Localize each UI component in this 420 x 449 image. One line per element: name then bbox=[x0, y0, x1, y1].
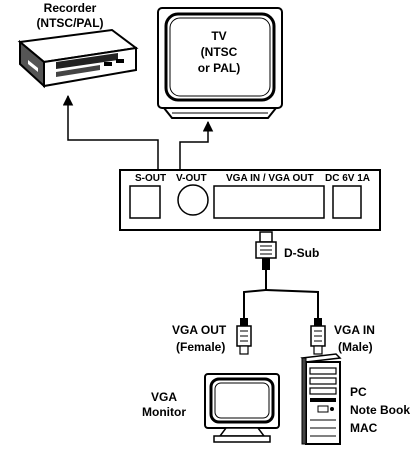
vga-in-label-line2: (Male) bbox=[338, 340, 373, 354]
vga-in-out-label: VGA IN / VGA OUT bbox=[226, 173, 314, 184]
monitor-label-line1: VGA bbox=[151, 390, 177, 404]
pc-label-line1: PC bbox=[350, 385, 367, 399]
television-icon bbox=[157, 7, 283, 119]
pc-label-line3: MAC bbox=[350, 421, 378, 435]
s-out-port bbox=[129, 185, 161, 219]
crt-monitor-icon bbox=[204, 373, 280, 443]
s-out-to-recorder-arrow bbox=[62, 94, 159, 170]
dsub-label: D-Sub bbox=[284, 246, 319, 260]
tv-label-line1: TV bbox=[211, 29, 226, 43]
v-out-port bbox=[177, 184, 209, 216]
v-out-label: V-OUT bbox=[176, 173, 207, 184]
vga-port bbox=[213, 185, 325, 219]
vcr-recorder-icon bbox=[17, 28, 139, 89]
converter-box bbox=[119, 169, 381, 231]
vga-out-label-line1: VGA OUT bbox=[172, 323, 227, 337]
pc-tower-icon bbox=[300, 353, 342, 445]
s-out-label: S-OUT bbox=[135, 173, 166, 184]
pc-label-line2: Note Book bbox=[350, 403, 410, 417]
dsub-connector-icon bbox=[255, 231, 277, 270]
tv-label-line3: or PAL) bbox=[198, 61, 240, 75]
dc-power-port bbox=[332, 185, 362, 219]
monitor-label-line2: Monitor bbox=[142, 405, 186, 419]
recorder-label-line1: Recorder bbox=[44, 1, 97, 15]
tv-label-line2: (NTSC bbox=[201, 45, 238, 59]
dc-label: DC 6V 1A bbox=[325, 173, 370, 184]
vga-in-label-line1: VGA IN bbox=[334, 323, 375, 337]
v-out-to-tv-arrow bbox=[179, 120, 214, 170]
vga-in-connector-icon bbox=[310, 318, 326, 355]
vga-out-label-line2: (Female) bbox=[176, 340, 225, 354]
vga-out-connector-icon bbox=[236, 318, 252, 355]
recorder-label-line2: (NTSC/PAL) bbox=[36, 16, 103, 30]
y-cable bbox=[243, 270, 319, 320]
